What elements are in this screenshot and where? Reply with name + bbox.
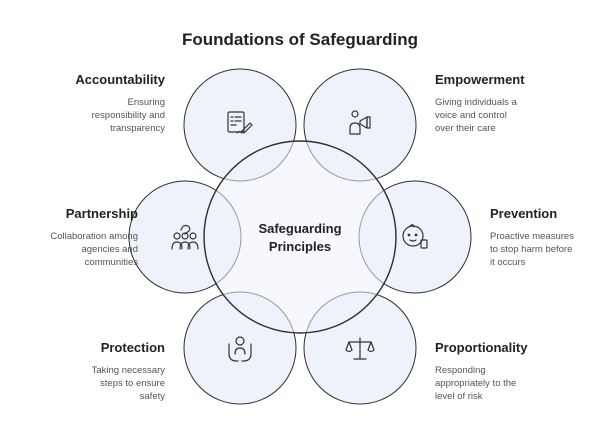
desc-line: agencies and — [81, 244, 138, 255]
desc-line: communities — [84, 257, 138, 268]
megaphone-icon — [349, 110, 371, 135]
baby-face-icon — [402, 224, 428, 249]
desc-line: safety — [139, 391, 165, 402]
desc-line: Collaboration among — [50, 231, 138, 242]
desc-line: transparency — [110, 123, 165, 134]
label-prevention: Prevention — [490, 206, 558, 221]
center-label-line2: Principles — [268, 239, 332, 254]
desc-line: it occurs — [490, 257, 526, 268]
desc-empowerment: Giving individuals a voice and control o… — [435, 96, 565, 135]
label-proportionality: Proportionality — [435, 340, 528, 355]
label-protection: Protection — [100, 340, 165, 355]
desc-line: level of risk — [435, 391, 483, 402]
label-empowerment: Empowerment — [435, 72, 525, 87]
desc-accountability: Ensuring responsibility and transparency — [35, 96, 165, 135]
desc-line: over their care — [435, 123, 496, 134]
desc-line: to stop harm before — [490, 244, 573, 255]
desc-line: appropriately to the — [435, 378, 517, 389]
desc-line: Ensuring — [127, 97, 166, 108]
label-accountability: Accountability — [75, 72, 165, 87]
desc-line: steps to ensure — [100, 378, 165, 389]
desc-prevention: Proactive measures to stop harm before i… — [490, 230, 598, 269]
desc-line: Giving individuals a — [435, 97, 517, 108]
desc-proportionality: Responding appropriately to the level of… — [435, 364, 565, 403]
group-handshake-icon — [171, 224, 199, 250]
desc-line: Proactive measures — [490, 231, 574, 242]
center-label: Safeguarding Principles — [230, 220, 370, 256]
desc-partnership: Collaboration among agencies and communi… — [8, 230, 138, 269]
balance-scale-icon — [345, 337, 375, 360]
document-signing-icon — [227, 111, 253, 134]
center-label-line1: Safeguarding — [258, 221, 342, 236]
label-partnership: Partnership — [65, 206, 138, 221]
desc-line: voice and control — [435, 110, 507, 121]
desc-line: Taking necessary — [91, 365, 165, 376]
desc-protection: Taking necessary steps to ensure safety — [35, 364, 165, 403]
desc-line: responsibility and — [91, 110, 165, 121]
desc-line: Responding — [435, 365, 486, 376]
circle-center — [203, 140, 397, 334]
diagram-title: Foundations of Safeguarding — [181, 30, 419, 49]
protecting-hands-icon — [228, 336, 252, 362]
